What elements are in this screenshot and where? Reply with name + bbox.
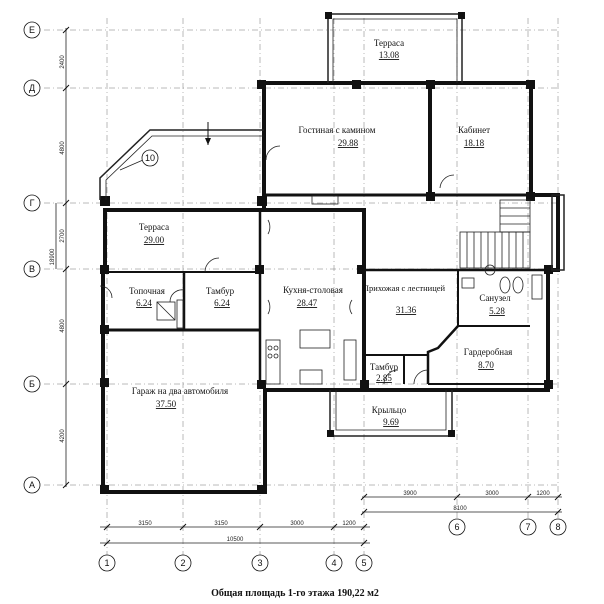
room-name: Гостиная с камином [299,125,376,135]
dim-left-total: 18900 [50,248,56,265]
axis-label-row: В [29,264,35,274]
boiler-fixture [156,299,184,329]
detail-marker: 10 [119,149,159,171]
dim-left-3: 4800 [60,319,66,333]
room-area: 13.08 [379,50,400,60]
axis-label-row: Б [29,379,35,389]
axis-label-column: 5 [361,558,366,568]
left-terrace [99,122,264,200]
dim-left-2: 2700 [60,229,66,243]
room-area: 5.28 [489,306,505,316]
room-name: Крыльцо [372,405,407,415]
dim-right-total: 8100 [453,506,467,512]
axis-label-column: 4 [331,558,336,568]
dim-right-0: 3900 [403,491,417,497]
room-name: Тамбур [206,286,235,296]
room-area: 2.85 [376,373,392,383]
row-axis-markers: Е Д Г В Б А [23,21,41,494]
dim-bottom-3: 1200 [342,521,356,527]
room-name: Прихожая с лестницей [363,283,446,293]
room-labels: Терраса 13.08 Гостиная с камином 29.88 К… [129,38,512,427]
dim-left-0: 2400 [60,55,66,69]
kitchen-fixtures [265,195,357,385]
room-area: 9.69 [383,417,399,427]
room-area: 6.24 [136,298,152,308]
axis-label-column: 7 [525,522,530,532]
axis-label-row: Е [29,25,35,35]
axis-label-column: 8 [555,522,560,532]
room-area: 31.36 [396,305,417,315]
room-area: 18.18 [464,138,485,148]
axis-label-column: 3 [257,558,262,568]
dim-right-1: 3000 [485,491,499,497]
room-area: 29.88 [338,138,359,148]
dim-bottom-total: 10500 [227,537,244,543]
dim-bottom-1: 3150 [214,521,228,527]
room-area: 6.24 [214,298,230,308]
columns [100,80,553,494]
dim-left-4: 4200 [60,429,66,443]
room-name: Терраса [374,38,404,48]
room-area: 28.47 [297,298,318,308]
bottom-dimension-chain: 3150 3150 3000 1200 10500 [100,521,370,547]
room-name: Тамбур [370,362,399,372]
room-name: Гараж на два автомобиля [132,386,228,396]
axis-label-row: Д [29,83,35,93]
room-name: Топочная [129,286,165,296]
axis-label-column: 2 [180,558,185,568]
room-name: Санузел [479,293,511,303]
top-terrace [325,12,465,83]
axis-label-column: 1 [104,558,109,568]
floor-area-caption: Общая площадь 1-го этажа 190,22 м2 [211,588,379,599]
bathroom-fixtures [461,264,543,300]
dim-bottom-2: 3000 [290,521,304,527]
room-name: Кабинет [458,125,490,135]
door-swings [99,145,455,385]
room-name: Кухня-столовая [283,285,343,295]
dim-right-2: 1200 [536,491,550,497]
column-axis-markers: 1 2 3 4 5 6 7 8 [98,518,567,572]
staircase [459,194,565,271]
room-area: 8.70 [478,360,494,370]
axis-label-row: Г [30,198,35,208]
detail-marker-label: 10 [145,153,155,163]
dim-bottom-0: 3150 [138,521,152,527]
room-name: Терраса [139,222,169,232]
dim-left-1: 4800 [60,141,66,155]
axis-label-row: А [29,480,35,490]
room-area: 37.50 [156,399,177,409]
right-dimension-chain: 3900 3000 1200 8100 [360,491,562,516]
room-name: Гардеробная [464,347,512,357]
room-area: 29.00 [144,235,165,245]
porch [327,390,455,437]
axis-label-column: 6 [454,522,459,532]
left-dimension-chain: 2400 4800 2700 4800 4200 18900 [50,26,70,489]
